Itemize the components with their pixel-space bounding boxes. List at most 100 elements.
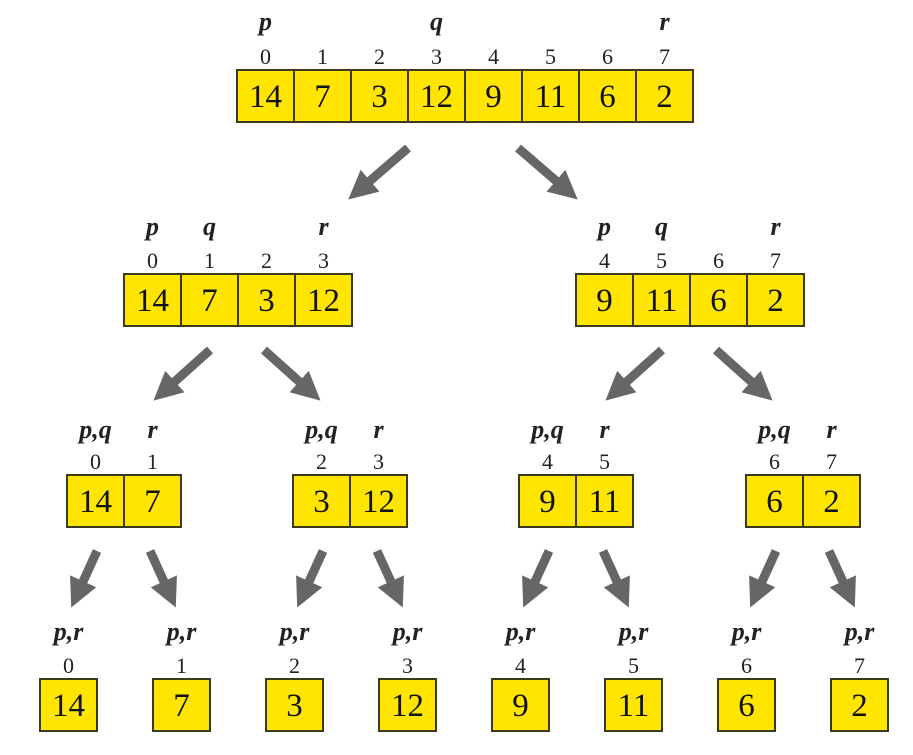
index-label: 7: [854, 653, 865, 678]
index-label: 6: [741, 653, 752, 678]
pointer-label: p: [257, 7, 272, 36]
index-label: 4: [515, 653, 526, 678]
array-node: 71p,r: [152, 617, 211, 732]
index-label: 2: [261, 248, 272, 273]
cell-value: 9: [512, 688, 529, 724]
array-cell: [578, 69, 637, 123]
cell-value: 14: [52, 688, 85, 724]
cell-value: 7: [314, 79, 331, 115]
array-cell: [635, 69, 694, 123]
array-cell: [123, 273, 182, 327]
arrow-down-diagonal-icon: [598, 549, 630, 608]
index-label: 6: [602, 44, 613, 69]
array-cell: [350, 69, 409, 123]
array-cell: [575, 474, 634, 528]
array-cell: [152, 678, 211, 732]
array-cell: [378, 678, 437, 732]
cell-value: 6: [738, 688, 755, 724]
index-label: 7: [826, 449, 837, 474]
arrow-down-diagonal-icon: [824, 549, 856, 608]
cell-value: 14: [136, 283, 169, 319]
index-label: 0: [147, 248, 158, 273]
index-label: 5: [545, 44, 556, 69]
index-label: 3: [318, 248, 329, 273]
arrow-down-diagonal-icon: [749, 549, 781, 608]
pointer-label: p: [596, 212, 611, 241]
pointer-label: p,q: [756, 415, 791, 444]
arrow-down-diagonal-icon: [145, 549, 177, 608]
pointer-label: p,r: [52, 617, 85, 646]
index-label: 5: [656, 248, 667, 273]
cell-value: 7: [173, 688, 190, 724]
cell-value: 2: [851, 688, 868, 724]
index-label: 1: [317, 44, 328, 69]
index-label: 2: [289, 653, 300, 678]
index-label: 4: [488, 44, 499, 69]
index-label: 6: [713, 248, 724, 273]
cell-value: 3: [313, 484, 330, 520]
index-label: 7: [659, 44, 670, 69]
array-cell: [575, 273, 634, 327]
index-label: 4: [599, 248, 610, 273]
arrow-down-diagonal-icon: [522, 549, 554, 608]
index-label: 1: [176, 653, 187, 678]
arrow-down-diagonal-icon: [260, 346, 321, 401]
index-label: 1: [204, 248, 215, 273]
pointer-label: q: [430, 7, 443, 36]
index-label: 3: [373, 449, 384, 474]
cell-value: 12: [362, 484, 395, 520]
index-label: 0: [63, 653, 74, 678]
cell-value: 6: [710, 283, 727, 319]
pointer-label: q: [203, 212, 216, 241]
array-cell: [746, 273, 805, 327]
pointer-label: p,r: [843, 617, 876, 646]
pointer-label: p: [144, 212, 159, 241]
cell-value: 3: [371, 79, 388, 115]
array-cell: [39, 678, 98, 732]
index-label: 6: [769, 449, 780, 474]
array-cell: [604, 678, 663, 732]
cell-value: 2: [767, 283, 784, 319]
pointer-label: r: [599, 415, 610, 444]
cell-value: 7: [144, 484, 161, 520]
pointer-label: p,q: [303, 415, 338, 444]
pointer-label: p,r: [730, 617, 763, 646]
array-cell: [632, 273, 691, 327]
index-label: 1: [147, 449, 158, 474]
pointer-label: p,r: [278, 617, 311, 646]
array-node: 94p,r: [491, 617, 550, 732]
array-cell: [349, 474, 408, 528]
cell-value: 14: [249, 79, 282, 115]
cell-value: 12: [391, 688, 424, 724]
pointer-label: p,r: [617, 617, 650, 646]
pointer-label: r: [659, 7, 670, 36]
cell-value: 11: [535, 79, 567, 115]
array-cell: [464, 69, 523, 123]
cell-value: 11: [618, 688, 650, 724]
array-cell: [521, 69, 580, 123]
cell-value: 11: [589, 484, 621, 520]
array-cell: [123, 474, 182, 528]
arrow-down-diagonal-icon: [70, 549, 102, 608]
cell-value: 9: [596, 283, 613, 319]
index-label: 5: [599, 449, 610, 474]
cell-value: 7: [201, 283, 218, 319]
array-cell: [717, 678, 776, 732]
pointer-label: p,r: [391, 617, 424, 646]
array-cell: [180, 273, 239, 327]
cell-value: 14: [79, 484, 112, 520]
cell-value: 6: [766, 484, 783, 520]
array-cell: [265, 678, 324, 732]
array-cell: [66, 474, 125, 528]
pointer-label: r: [826, 415, 837, 444]
index-label: 0: [260, 44, 271, 69]
array-node: 14 0 p,r: [39, 617, 98, 732]
array-cell: [745, 474, 804, 528]
array-cell: [830, 678, 889, 732]
array-cell: [802, 474, 861, 528]
arrow-down-diagonal-icon: [296, 549, 328, 608]
